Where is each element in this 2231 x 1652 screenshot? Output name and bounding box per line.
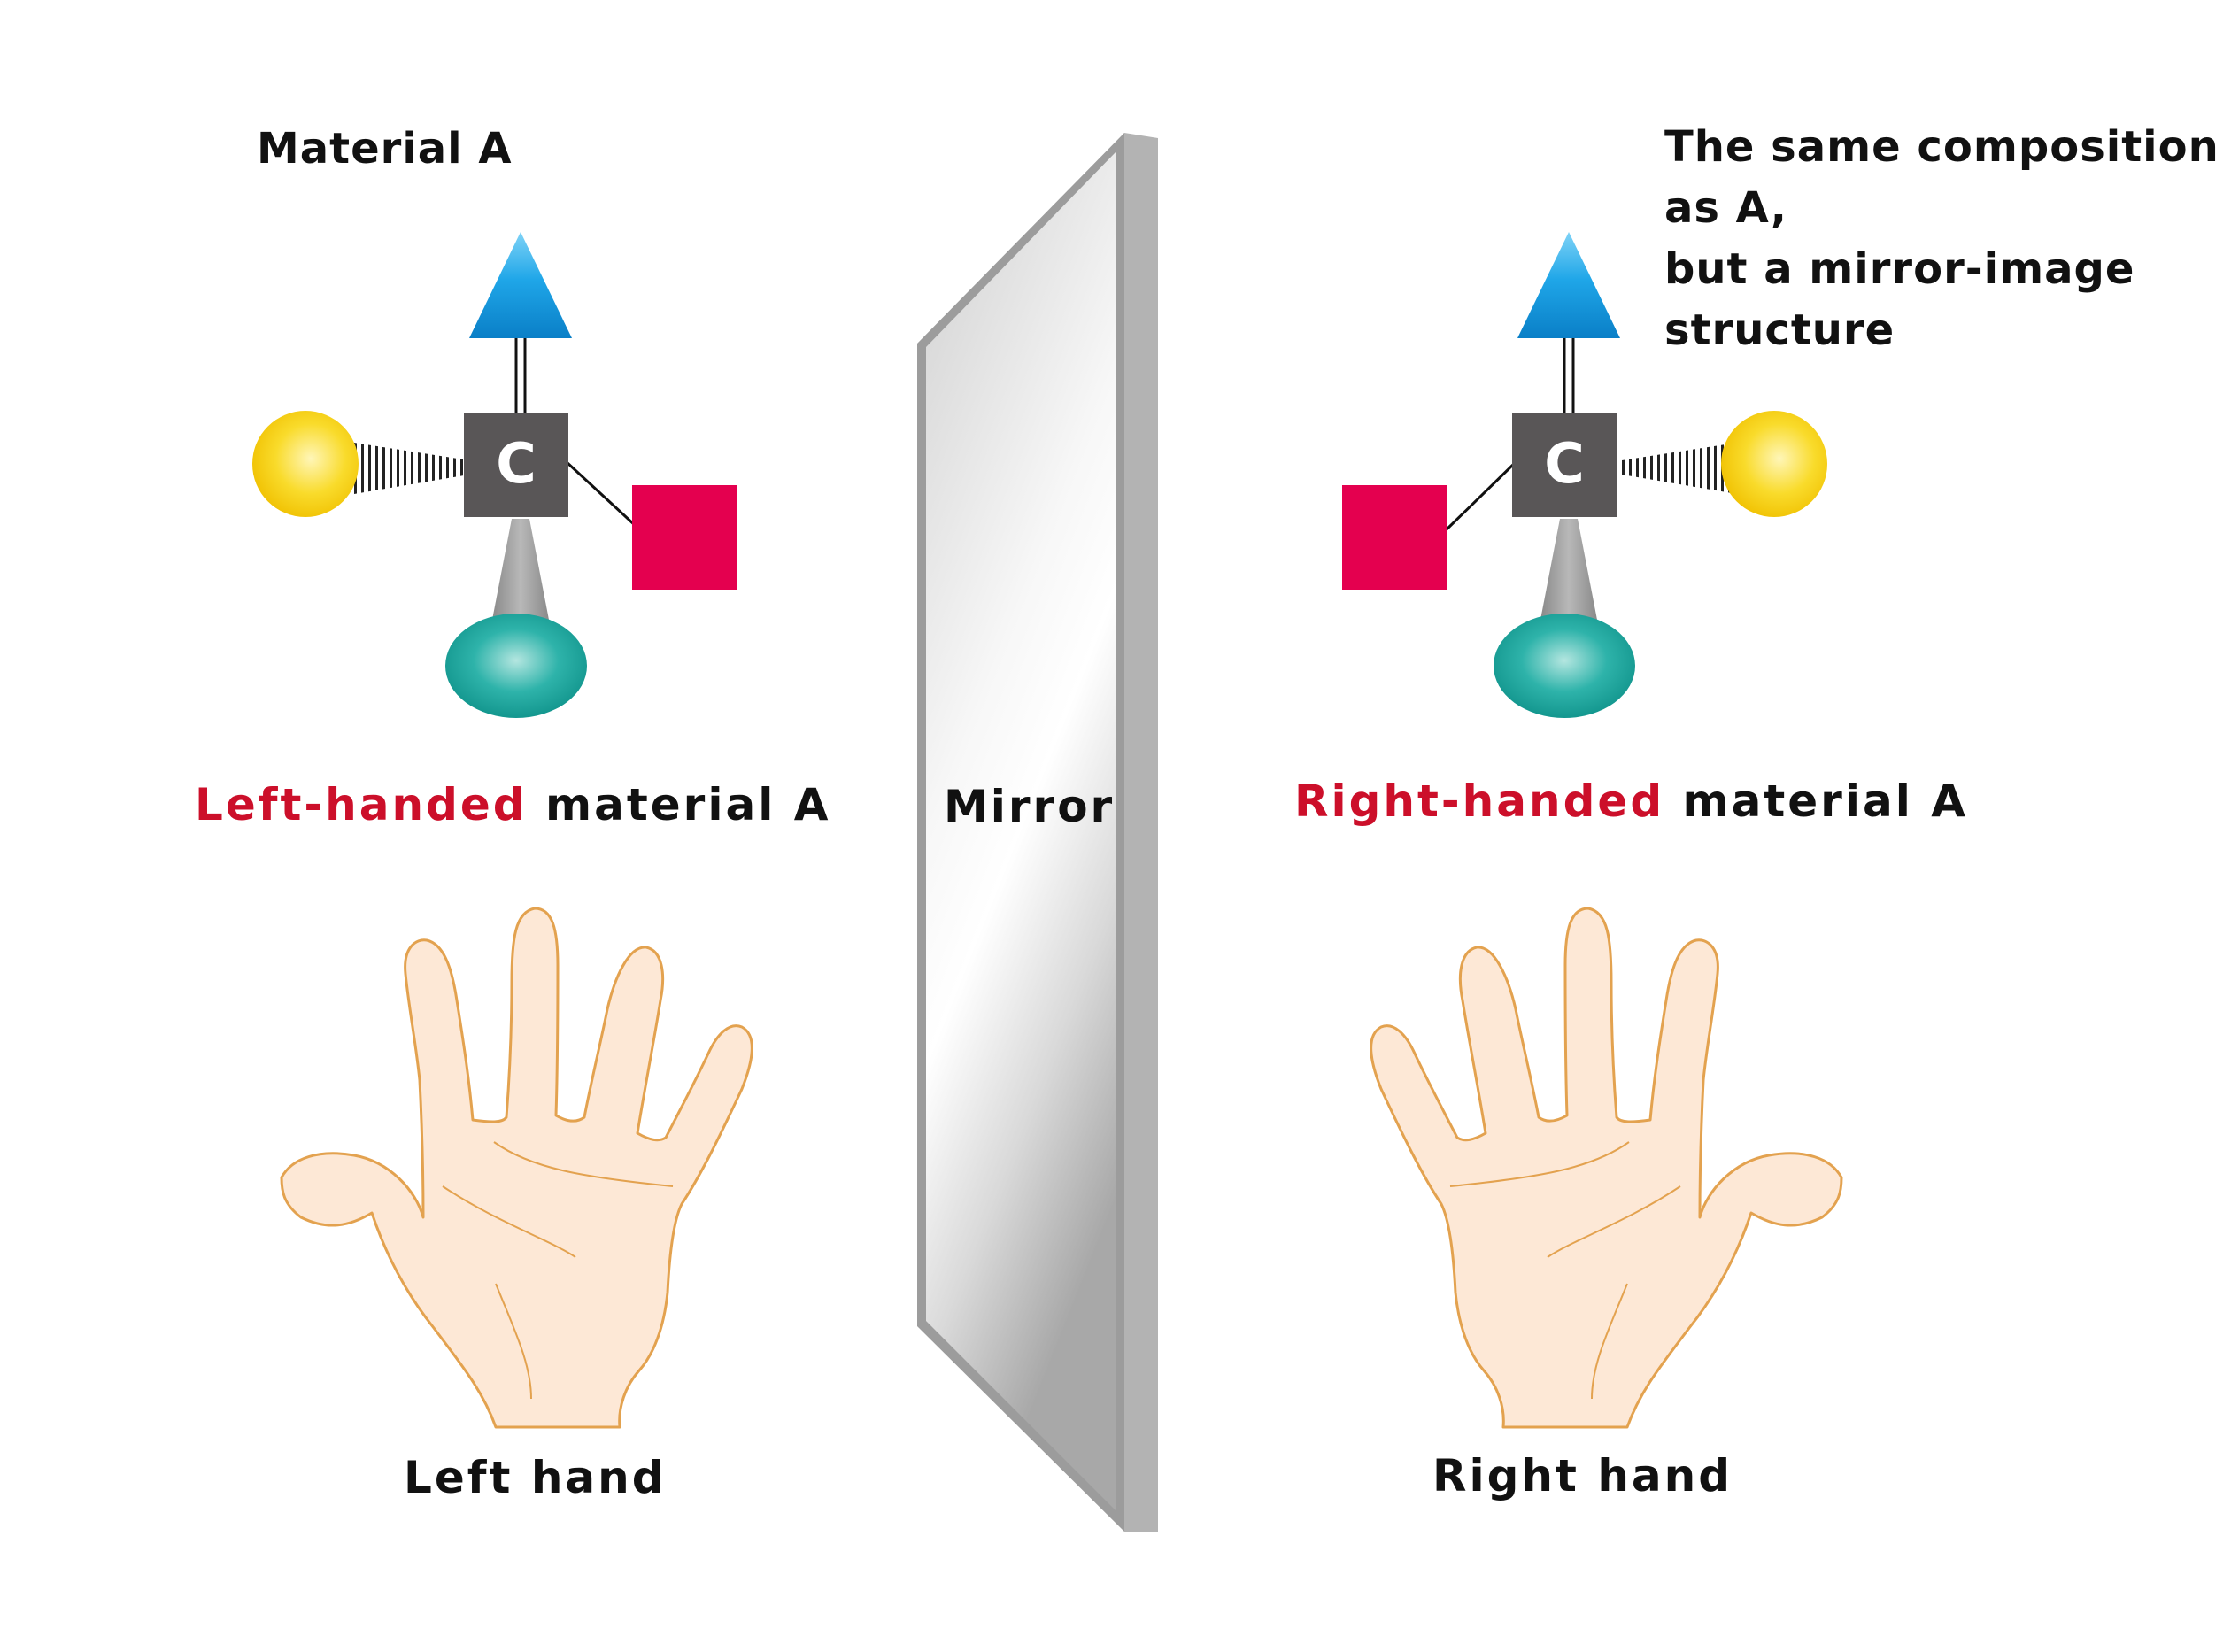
molecule-right: C — [1342, 232, 1827, 718]
left-hand-icon — [280, 907, 753, 1429]
ellipse-atom-left — [445, 614, 587, 718]
left-handed-caption: Left-handed material A — [195, 779, 830, 830]
left-handed-rest: material A — [527, 779, 831, 830]
carbon-label-left: C — [496, 431, 537, 496]
wedge-bond-left — [492, 519, 549, 620]
note-line-2: as A, — [1664, 183, 1787, 233]
left-handed-term: Left-handed — [195, 779, 528, 830]
mirror-edge — [1124, 133, 1158, 1532]
material-a-title: Material A — [257, 124, 513, 174]
left-hand-label: Left hand — [404, 1452, 667, 1503]
carbon-label-right: C — [1544, 431, 1585, 496]
right-handed-rest: material A — [1664, 776, 1968, 827]
right-handed-caption: Right-handed material A — [1294, 776, 1968, 827]
note-line-1: The same composition — [1664, 122, 2219, 172]
carbon-box-left — [464, 413, 568, 517]
mirror-face — [926, 152, 1116, 1510]
triangle-atom-left — [469, 232, 572, 338]
square-atom-right — [1342, 485, 1447, 590]
carbon-box-right — [1512, 413, 1617, 517]
ellipse-atom-right — [1494, 614, 1635, 718]
mirror-label: Mirror — [944, 781, 1116, 832]
right-hand-icon — [1370, 907, 1843, 1429]
sphere-atom-right — [1721, 411, 1827, 517]
square-atom-left — [632, 485, 737, 590]
hatched-bond-left — [354, 443, 469, 494]
right-hand-label: Right hand — [1432, 1450, 1733, 1501]
molecule-left: C — [252, 232, 737, 718]
note-line-3: but a mirror-image — [1664, 244, 2135, 294]
mirror-note: The same composition as A, but a mirror-… — [1664, 117, 2219, 361]
wedge-bond-right — [1540, 519, 1597, 620]
hatched-bond-right — [1622, 443, 1737, 494]
triangle-atom-right — [1517, 232, 1620, 338]
sphere-atom-left — [252, 411, 359, 517]
bond-square-right — [1445, 460, 1517, 531]
bond-square-left — [565, 460, 637, 528]
mirror-panel — [917, 133, 1158, 1532]
note-line-4: structure — [1664, 305, 1895, 355]
right-handed-term: Right-handed — [1294, 776, 1665, 827]
